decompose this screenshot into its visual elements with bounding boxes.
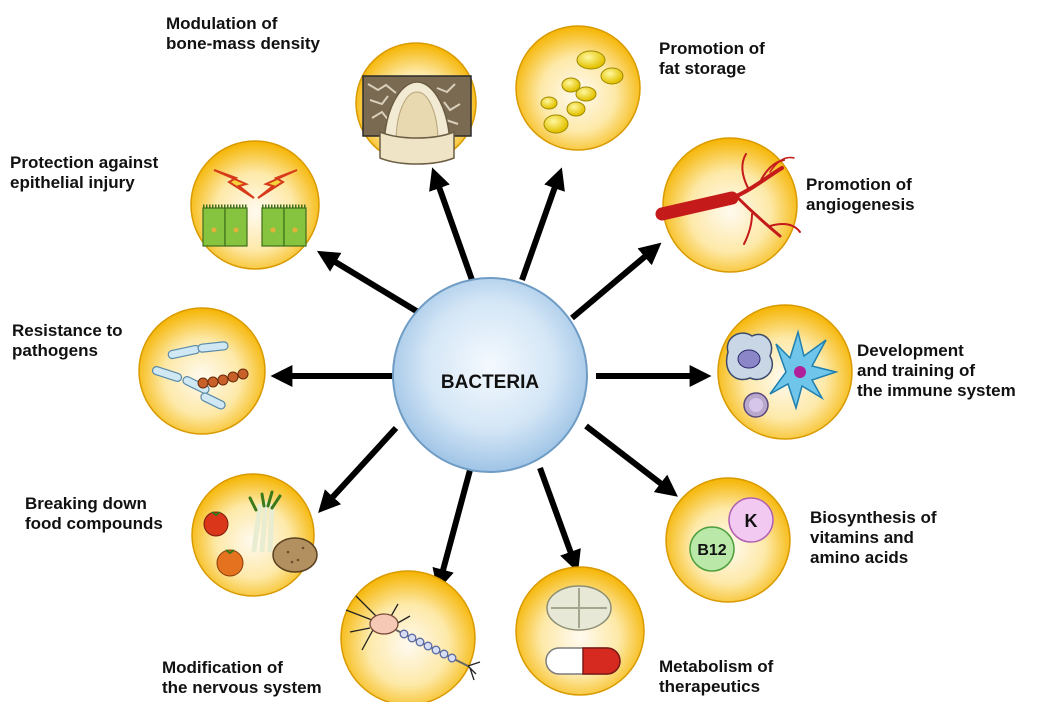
label-food: Breaking down food compounds: [25, 494, 163, 533]
vitamin-bubbles-icon: K B12: [689, 497, 774, 572]
center-label: BACTERIA: [441, 372, 539, 393]
bone-cross-section-icon: [362, 75, 472, 165]
vitamin-b12-badge: B12: [697, 542, 726, 559]
bacteria-center-circle: [392, 277, 588, 473]
blood-vessel-icon: [655, 153, 801, 245]
arrow-to-nervous: [432, 469, 473, 591]
label-bone: Modulation of bone-mass density: [166, 14, 320, 53]
arrow-to-epithelial: [316, 250, 420, 315]
arrow-to-angio: [570, 242, 662, 321]
arrow-to-bone: [429, 167, 475, 282]
arrow-to-food: [318, 425, 399, 513]
label-vitamins: Biosynthesis of vitamins and amino acids: [810, 508, 937, 567]
neuron-icon: [345, 595, 481, 681]
arrows-group: [270, 167, 712, 591]
arrow-to-fat: [519, 167, 565, 282]
arrow-to-therapeutics: [537, 466, 581, 573]
label-nervous: Modification of the nervous system: [162, 658, 322, 697]
pathogen-bacteria-icon: [151, 341, 249, 410]
immune-cells-icon: [725, 329, 839, 418]
arrow-to-vitamins: [584, 423, 678, 497]
epithelium-lightning-icon: [202, 169, 307, 247]
vitamin-k-badge: K: [745, 511, 758, 531]
pill-capsule-icon: [545, 585, 621, 675]
label-angio: Promotion of angiogenesis: [806, 175, 915, 214]
node-circle-pathogens: [138, 307, 266, 435]
fat-droplets-icon: [540, 50, 624, 134]
label-immune: Development and training of the immune s…: [857, 341, 1016, 400]
label-pathogens: Resistance to pathogens: [12, 321, 123, 360]
label-fat: Promotion of fat storage: [659, 39, 765, 78]
label-therapeutics: Metabolism of therapeutics: [659, 657, 774, 696]
label-epithelial: Protection against epithelial injury: [10, 153, 159, 192]
food-items-icon: [203, 490, 318, 577]
